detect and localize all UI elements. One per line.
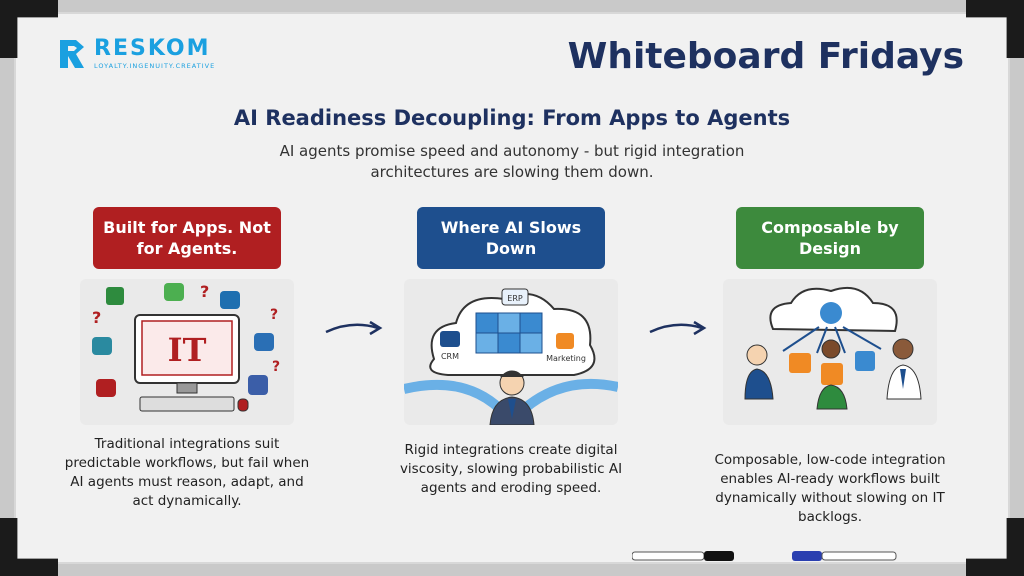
composable-team-icon (723, 279, 937, 425)
screen-text: IT (168, 331, 207, 369)
column-built-for-apps: Built for Apps. Not for Agents. IT ? ? ?… (62, 207, 312, 511)
column-heading: Composable by Design (736, 207, 924, 269)
arrow-right-icon (325, 320, 383, 336)
brand-name: RESKOM (94, 36, 211, 61)
brand-logo: RESKOM LOYALTY.INGENUITY.CREATIVE (58, 38, 215, 70)
page-subtitle: AI agents promise speed and autonomy - b… (279, 142, 745, 181)
svg-text:?: ? (270, 307, 278, 323)
column-where-ai-slows: Where AI Slows Down ERP CRM Marketing Ri… (386, 207, 636, 498)
brand-tagline: LOYALTY.INGENUITY.CREATIVE (94, 62, 216, 70)
black-marker-icon (632, 551, 734, 561)
page-title: AI Readiness Decoupling: From Apps to Ag… (233, 106, 791, 130)
it-computer-icon: IT ? ? ? ? (80, 279, 294, 425)
column-heading: Where AI Slows Down (417, 207, 605, 269)
series-title: Whiteboard Fridays (567, 36, 964, 77)
crm-label: CRM (441, 352, 459, 361)
svg-text:?: ? (200, 282, 209, 301)
svg-text:?: ? (272, 359, 280, 375)
erp-label: ERP (507, 294, 523, 303)
svg-text:?: ? (92, 308, 101, 327)
column-description: Composable, low-code integration enables… (714, 452, 946, 525)
marketing-label: Marketing (546, 354, 586, 363)
arrow-right-icon (649, 320, 707, 336)
reskom-logo-icon (60, 40, 84, 68)
column-description: Rigid integrations create digital viscos… (399, 442, 623, 496)
column-description: Traditional integrations suit predictabl… (64, 436, 310, 509)
puzzle-cloud-icon: ERP CRM Marketing (404, 279, 618, 425)
blue-marker-icon (792, 551, 897, 561)
column-heading: Built for Apps. Not for Agents. (93, 207, 281, 269)
column-composable-by-design: Composable by Design Composable, low-cod… (705, 207, 955, 527)
